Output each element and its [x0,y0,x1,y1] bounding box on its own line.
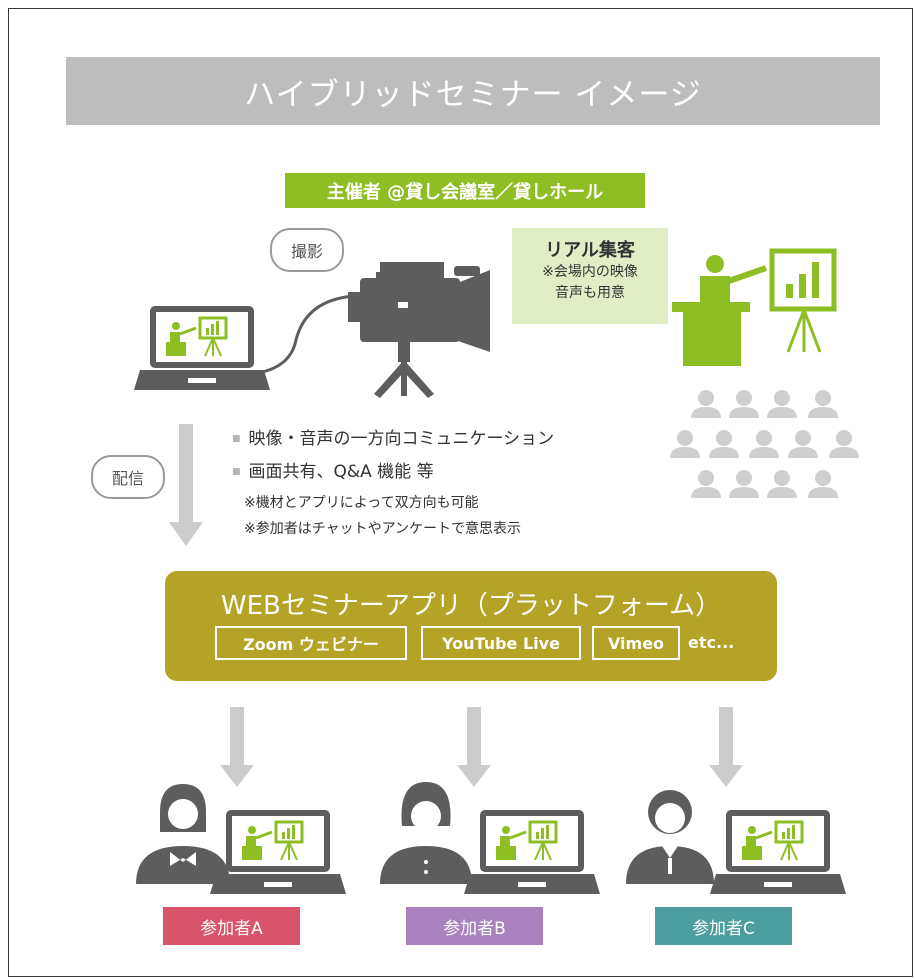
feature-bullet: 画面共有、Q&A 機能 等 [232,457,554,490]
presentation-board-icon [769,248,837,353]
feature-list: 映像・音声の一方向コミュニケーション 画面共有、Q&A 機能 等 ※機材とアプリ… [232,424,554,542]
participant-a-avatar-icon [136,784,230,884]
cable-icon [249,294,355,376]
arrow-down-icon [220,707,254,787]
real-audience-box: リアル集客 ※会場内の映像 音声も用意 [512,228,668,324]
feature-note: ※参加者はチャットやアンケートで意思表示 [244,521,522,537]
diagram-title: ハイブリッドセミナー イメージ [66,57,880,125]
app-chip-zoom: Zoom ウェビナー [215,626,407,660]
arrow-down-icon [457,707,491,787]
audience-icon [670,390,859,498]
participant-b-label: 参加者B [406,907,543,945]
feature-note: ※機材とアプリによって双方向も可能 [244,495,479,511]
distribution-bubble: 配信 [91,455,165,499]
participant-c-label: 参加者C [655,907,792,945]
distribution-arrow-icon [169,424,203,546]
feature-bullet: 映像・音声の一方向コミュニケーション [232,424,555,457]
platform-title: WEBセミナーアプリ（プラットフォーム） [220,591,722,621]
distribution-label: 配信 [111,469,144,488]
participant-b-laptop-icon [462,808,602,896]
real-audience-note-2: 音声も用意 [555,285,625,301]
app-chip-vimeo: Vimeo [592,626,680,660]
presenter-icon [672,255,767,366]
real-audience-heading: リアル集客 [545,240,635,261]
filming-bubble: 撮影 [270,228,344,272]
host-laptop-icon [132,304,272,392]
participant-a-label: 参加者A [163,907,300,945]
participant-c-laptop-icon [708,808,848,896]
arrow-down-icon [709,707,743,787]
app-chip-youtube: YouTube Live [421,626,581,660]
host-label: 主催者 @貸し会議室／貸しホール [285,173,645,208]
filming-label: 撮影 [290,242,323,261]
video-camera-icon [348,262,490,398]
app-etc: etc... [688,633,735,652]
participant-c-avatar-icon [626,790,714,884]
real-audience-note-1: ※会場内の映像 [542,264,638,280]
participant-a-laptop-icon [208,808,348,896]
participant-b-avatar-icon [380,782,472,884]
